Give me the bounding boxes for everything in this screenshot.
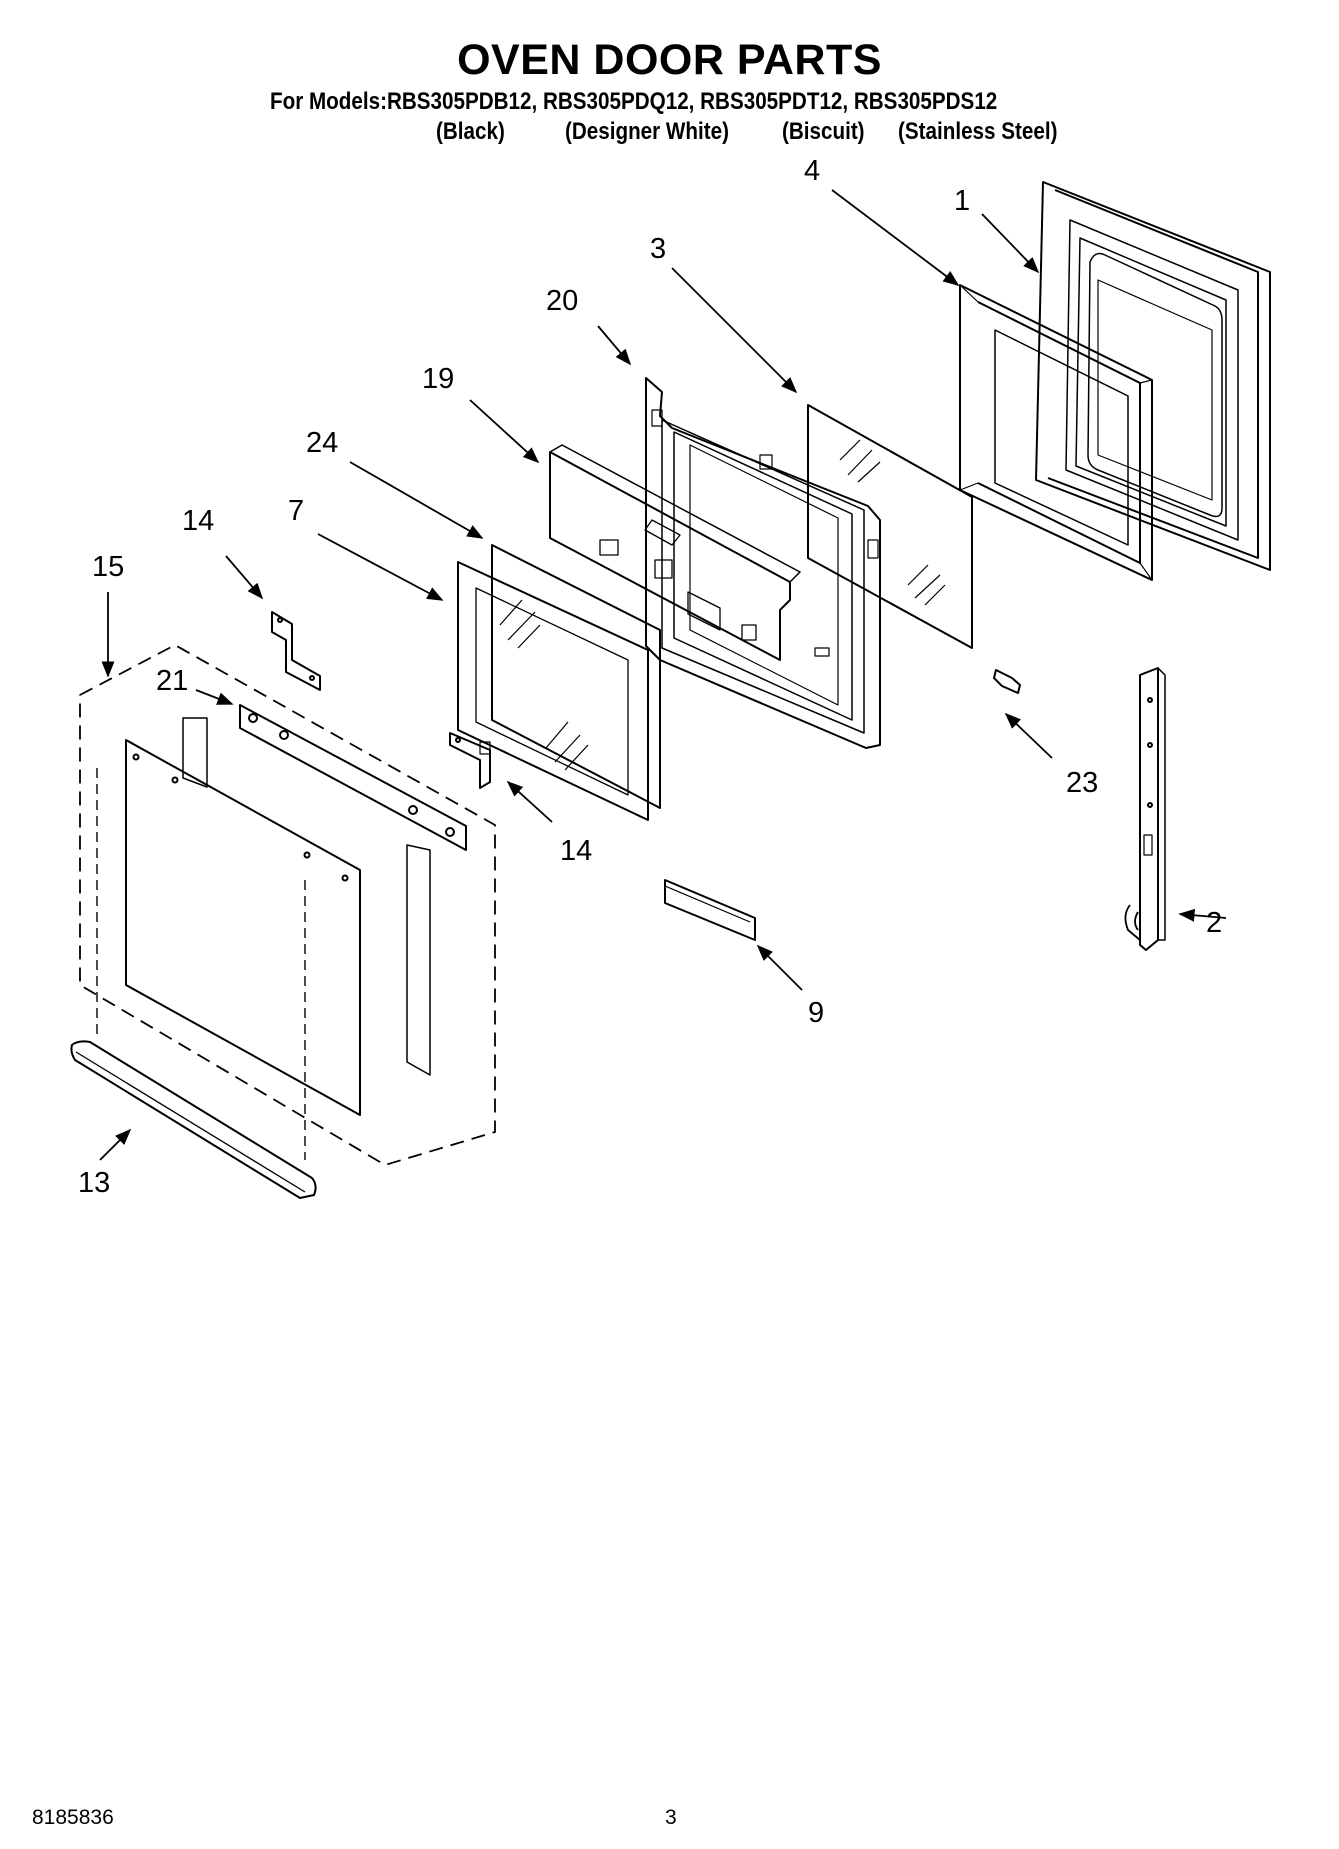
callout-9: 9: [808, 997, 824, 1029]
doc-number: 8185836: [32, 1806, 114, 1829]
leader-21: [195, 689, 234, 705]
leader-19: [469, 399, 540, 464]
leader-7: [317, 533, 444, 601]
part-4-door-trim-frame: [959, 284, 1153, 581]
part-20-inner-door-liner: [645, 377, 881, 749]
part-2-hinge-channel: [1124, 667, 1166, 951]
part-23-clip: [993, 669, 1021, 694]
leader-1: [981, 213, 1040, 274]
callout-24: 24: [306, 427, 338, 459]
color-biscuit: (Biscuit): [782, 118, 865, 145]
callout-19: 19: [422, 363, 454, 395]
leader-23: [1004, 712, 1053, 759]
callout-23: 23: [1066, 767, 1098, 799]
models-line: For Models:RBS305PDB12, RBS305PDQ12, RBS…: [270, 88, 998, 115]
part-19-heat-shield: [549, 444, 801, 661]
callout-13: 13: [78, 1167, 110, 1199]
color-stainless-steel: (Stainless Steel): [898, 118, 1058, 145]
part-14-upper-bracket: [271, 611, 321, 691]
callout-14-upper: 14: [182, 505, 214, 537]
part-14-lower-bracket: [449, 732, 491, 789]
leader-14-upper: [225, 555, 264, 600]
callout-2: 2: [1206, 907, 1222, 939]
leader-24: [349, 461, 484, 539]
leader-9: [756, 944, 803, 991]
leader-4: [831, 189, 960, 286]
leader-3: [671, 267, 798, 394]
leader-lines: [99, 189, 1227, 1161]
part-15-door-assembly: [79, 644, 496, 1166]
callout-14-lower: 14: [560, 835, 592, 867]
part-1-outer-door-frame: [1035, 181, 1271, 571]
part-21-vent-strip: [239, 704, 467, 851]
callout-15: 15: [92, 551, 124, 583]
page-title: OVEN DOOR PARTS: [457, 36, 882, 84]
callout-20: 20: [546, 285, 578, 317]
leader-2: [1178, 908, 1227, 922]
callout-3: 3: [650, 233, 666, 265]
leader-20: [597, 325, 632, 366]
leader-14-lower: [506, 780, 553, 823]
part-13-door-handle: [70, 1040, 317, 1199]
callout-21: 21: [156, 665, 188, 697]
part-9-strip: [664, 879, 756, 941]
color-designer-white: (Designer White): [565, 118, 729, 145]
part-3-glass-pane: [807, 404, 973, 649]
color-black: (Black): [436, 118, 505, 145]
part-7-inner-glass: [457, 561, 649, 821]
leader-13: [99, 1128, 132, 1161]
part-outer-panel: [96, 717, 431, 1160]
callout-4: 4: [804, 155, 820, 187]
page-number: 3: [665, 1806, 677, 1829]
callout-7: 7: [288, 495, 304, 527]
part-24-glass: [491, 544, 661, 809]
callout-1: 1: [954, 185, 970, 217]
